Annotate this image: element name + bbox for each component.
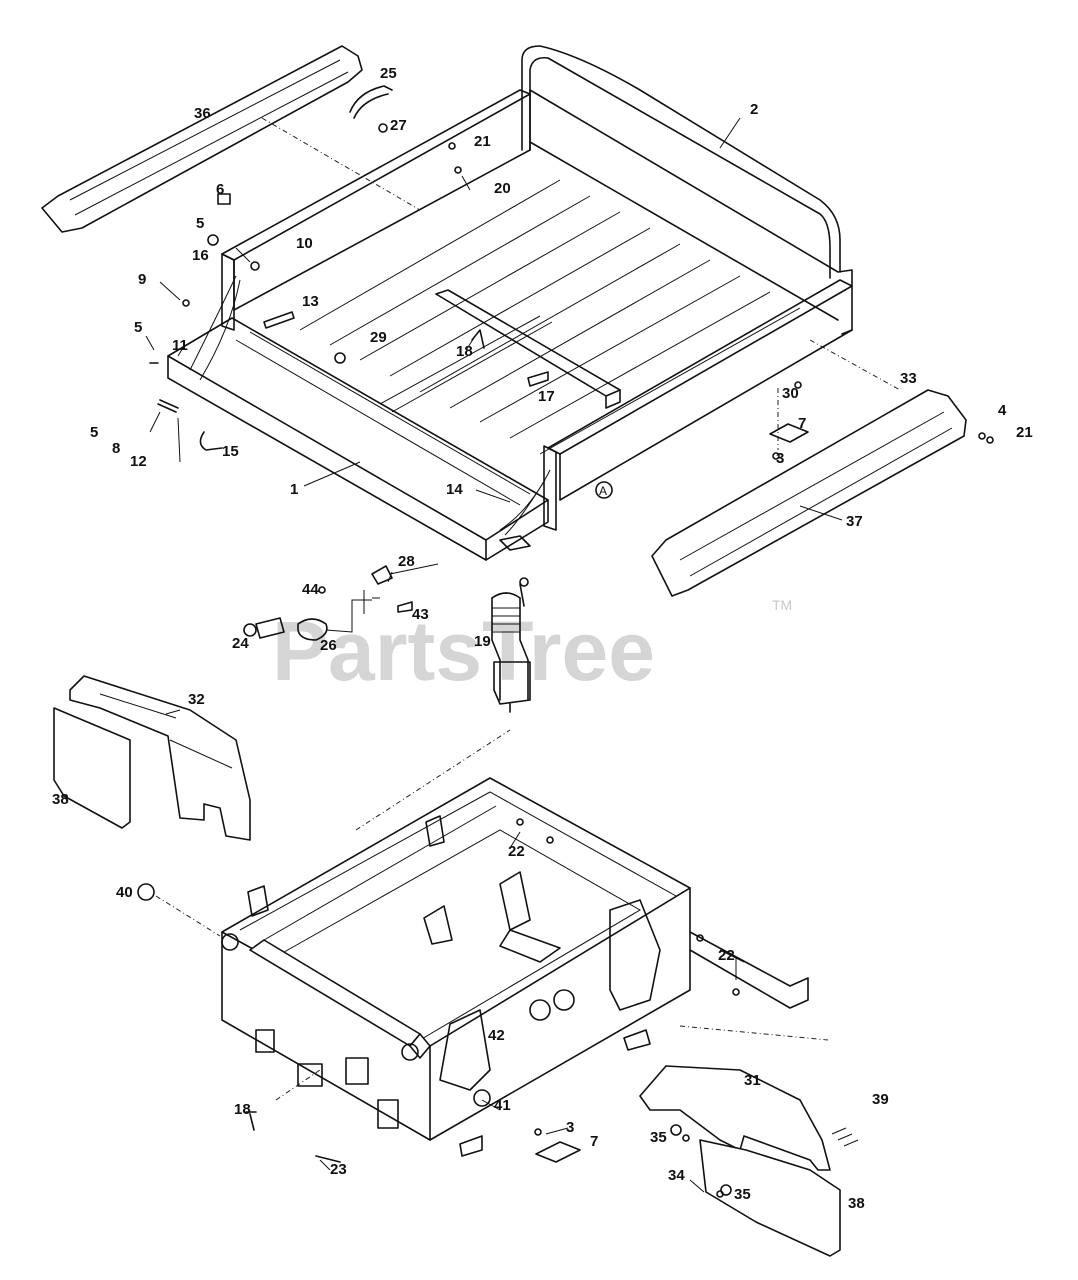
callout-5b: 5 <box>134 319 142 336</box>
reference-mark: A <box>599 484 607 498</box>
callout-8: 8 <box>112 440 120 457</box>
callout-9: 9 <box>138 271 146 288</box>
watermark-tm: TM <box>772 597 792 613</box>
part-36-side-rail <box>41 45 363 233</box>
callout-2: 2 <box>750 101 758 118</box>
callout-33: 33 <box>900 370 917 387</box>
callout-labels: 25 36 27 2 21 20 6 5 16 10 9 13 5 29 11 … <box>52 65 1033 1212</box>
callout-10: 10 <box>296 235 313 252</box>
callout-26: 26 <box>320 637 337 654</box>
callout-1: 1 <box>290 481 298 498</box>
lower-bracket-7 <box>534 1128 581 1163</box>
cargo-box <box>167 45 853 561</box>
callout-31: 31 <box>744 1072 761 1089</box>
callout-11: 11 <box>172 337 188 354</box>
callout-44: 44 <box>302 581 319 598</box>
callout-21b: 21 <box>1016 424 1033 441</box>
watermark-text: PartsTree <box>272 604 655 698</box>
callout-22: 22 <box>508 843 525 860</box>
callout-43: 43 <box>412 606 429 623</box>
callout-12: 12 <box>130 453 147 470</box>
callout-13: 13 <box>302 293 319 310</box>
main-frame <box>137 777 829 1163</box>
callout-18: 18 <box>456 343 473 360</box>
callout-40: 40 <box>116 884 133 901</box>
callout-23: 23 <box>330 1161 347 1178</box>
leader-lines <box>145 117 843 1193</box>
callout-35: 35 <box>650 1129 667 1146</box>
reference-circle <box>595 481 613 499</box>
callout-7b: 7 <box>590 1133 598 1150</box>
callout-22b: 22 <box>718 947 735 964</box>
callout-32: 32 <box>188 691 205 708</box>
callout-36: 36 <box>194 105 211 122</box>
callout-41: 41 <box>494 1097 511 1114</box>
callout-20: 20 <box>494 180 511 197</box>
callout-3: 3 <box>776 450 784 467</box>
callout-24: 24 <box>232 635 249 652</box>
callout-30: 30 <box>782 385 799 402</box>
callout-15: 15 <box>222 443 239 460</box>
callout-3b: 3 <box>566 1119 574 1136</box>
callout-37: 37 <box>846 513 863 530</box>
callout-14: 14 <box>446 481 463 498</box>
callout-34: 34 <box>668 1167 685 1184</box>
callout-28: 28 <box>398 553 415 570</box>
callout-38: 38 <box>52 791 69 808</box>
callout-42: 42 <box>488 1027 505 1044</box>
callout-39: 39 <box>872 1091 889 1108</box>
callout-5c: 5 <box>90 424 98 441</box>
callout-25: 25 <box>380 65 397 82</box>
callout-17: 17 <box>538 388 555 405</box>
upper-hardware <box>149 117 901 460</box>
callout-27: 27 <box>390 117 407 134</box>
part-38-right-mudflap <box>699 1139 841 1257</box>
callout-18b: 18 <box>234 1101 251 1118</box>
part-38-left-mudflap <box>53 707 131 829</box>
part-31-right-fender <box>639 1065 831 1171</box>
callout-16: 16 <box>192 247 209 264</box>
callout-4: 4 <box>998 402 1007 419</box>
callout-19: 19 <box>474 633 491 650</box>
callout-21: 21 <box>474 133 491 150</box>
part-25-handle <box>349 85 393 133</box>
callout-7: 7 <box>798 415 806 432</box>
right-hardware <box>670 1124 859 1198</box>
callout-6: 6 <box>216 181 224 198</box>
callout-29: 29 <box>370 329 387 346</box>
part-37-side-rail <box>651 389 994 597</box>
lift-cylinder-assembly <box>243 563 531 831</box>
part-32-left-fender <box>69 675 251 841</box>
callout-5: 5 <box>196 215 204 232</box>
callout-35b: 35 <box>734 1186 751 1203</box>
callout-38b: 38 <box>848 1195 865 1212</box>
